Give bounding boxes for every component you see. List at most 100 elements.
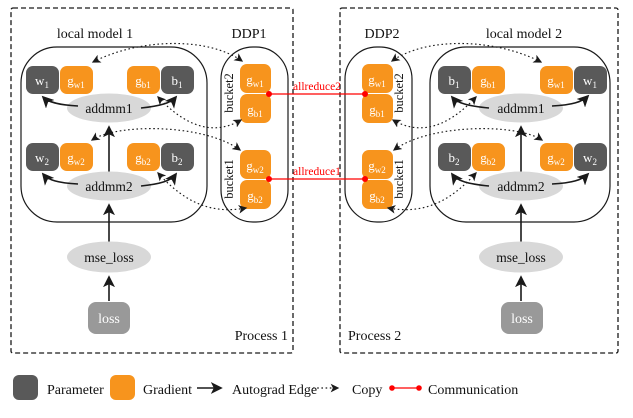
- autograd-edge-addmm2-w2-p2: [551, 172, 590, 186]
- legend-gradient-label: Gradient: [143, 383, 192, 398]
- autograd-edge-addmm2-w2-p1: [41, 172, 79, 186]
- legend-communication-dot-left: [389, 385, 395, 391]
- legend-gradient-swatch: [110, 375, 135, 400]
- bucket2-p1-label: bucket2: [222, 73, 236, 113]
- bucket1-p1-label: bucket1: [222, 159, 236, 199]
- param-w1-p1-box: [26, 66, 59, 94]
- op-mse-loss-p2: [479, 241, 563, 273]
- op-addmm2-p2: [479, 171, 563, 201]
- communication-links: allreduce2 allreduce1: [266, 81, 368, 182]
- copy-edge-gw2-bucket1-p2: [392, 128, 544, 151]
- param-w2-p1-box: [26, 143, 59, 171]
- ddp1-title: DDP1: [231, 27, 266, 42]
- bucket2-p2-gw1-box: [362, 64, 393, 93]
- copy-edge-gb2-bucket1-p2: [386, 172, 477, 214]
- allreduce2-endpoint-right: [362, 91, 368, 97]
- bucket2-p1-gw1-label: gw1: [246, 72, 264, 89]
- param-b1-p2-label: b1: [449, 73, 460, 90]
- loss-node-p1-box: [88, 302, 130, 334]
- copy-edge-gw1-bucket2-p1: [91, 42, 244, 63]
- copy-edge-gb2-bucket1-p1: [157, 172, 248, 214]
- legend-copy-label: Copy: [352, 383, 382, 398]
- copy-edge-gb1-bucket2-p2: [391, 96, 477, 129]
- grad-gw2-p2-box: [540, 143, 573, 171]
- loss-node-p2-label: loss: [511, 312, 533, 327]
- bucket1-p1-gb2-label: gb2: [247, 188, 263, 205]
- param-b2-p1-label: b2: [172, 150, 183, 167]
- bucket1-p2-label: bucket1: [392, 159, 406, 199]
- grad-gb1-p2-label: gb1: [480, 73, 496, 90]
- grad-gb1-p2-box: [472, 66, 505, 94]
- bucket2-p1-gw1-box: [240, 64, 271, 93]
- bucket1-p2-gw2-label: gw2: [368, 158, 386, 175]
- legend-autograd-edge-label: Autograd Edge: [232, 383, 317, 398]
- local-model-2-title: local model 2: [486, 27, 562, 42]
- process-2: DDP2 local model 2 b1 gb1 gw1 w1 b2 gb2 …: [339, 7, 619, 354]
- op-mse-loss-p1: [67, 241, 151, 273]
- bucket1-p1-gw2-box: [240, 150, 271, 179]
- ddp2-title: DDP2: [364, 27, 399, 42]
- bucket2-p2-gb1-box: [362, 94, 393, 123]
- op-addmm2-p1-label: addmm2: [85, 179, 132, 194]
- copy-edge-gw1-bucket2-p2: [390, 42, 543, 63]
- allreduce1-endpoint-left: [266, 176, 272, 182]
- grad-gb2-p1-label: gb2: [135, 150, 151, 167]
- op-addmm1-p2-label: addmm1: [497, 101, 544, 116]
- bucket2-p1-gb1-label: gb1: [247, 102, 263, 119]
- copy-edge-gw2-bucket1-p1: [90, 128, 242, 151]
- param-w2-p1-label: w2: [35, 150, 49, 167]
- bucket2-p2-gb1-label: gb1: [369, 102, 385, 119]
- grad-gw1-p2-label: gw1: [547, 73, 565, 90]
- bucket1-p1-gw2-label: gw2: [246, 158, 264, 175]
- op-addmm2-p2-label: addmm2: [497, 179, 544, 194]
- param-w1-p1-label: w1: [35, 73, 49, 90]
- allreduce2-endpoint-left: [266, 91, 272, 97]
- loss-node-p2-box: [501, 302, 543, 334]
- loss-node-p1-label: loss: [98, 312, 120, 327]
- bucket2-p2-label: bucket2: [392, 73, 406, 113]
- op-mse-loss-p2-label: mse_loss: [496, 250, 546, 265]
- bucket1-p2-gw2-box: [362, 150, 393, 179]
- param-b1-p2-box: [438, 66, 471, 94]
- legend-communication-dot-right: [416, 385, 422, 391]
- process-1: local model 1 DDP1 w1 gw1 gb1 b1 w2 gw2 …: [10, 7, 294, 354]
- param-w2-p2-box: [574, 143, 607, 171]
- op-addmm1-p2: [479, 93, 563, 123]
- grad-gw2-p2-label: gw2: [547, 150, 565, 167]
- allreduce1-label: allreduce1: [293, 166, 341, 178]
- grad-gw1-p2-box: [540, 66, 573, 94]
- bucket2-p1-gb1-box: [240, 94, 271, 123]
- grad-gw1-p1-label: gw1: [67, 73, 85, 90]
- op-addmm1-p1: [67, 93, 151, 123]
- bucket1-p1-gb2-box: [240, 180, 271, 209]
- grad-gw1-p1-box: [60, 66, 93, 94]
- allreduce1-endpoint-right: [362, 176, 368, 182]
- process-1-label: Process 1: [235, 329, 288, 344]
- grad-gb2-p2-label: gb2: [480, 150, 496, 167]
- autograd-edge-addmm1-w1-p1: [41, 95, 79, 109]
- op-addmm2-p1: [67, 171, 151, 201]
- param-w1-p2-label: w1: [583, 73, 597, 90]
- param-w1-p2-box: [574, 66, 607, 94]
- op-mse-loss-p1-label: mse_loss: [84, 250, 134, 265]
- grad-gw2-p1-label: gw2: [67, 150, 85, 167]
- bucket2-p2-gw1-label: gw1: [368, 72, 386, 89]
- process-1-border: [10, 7, 294, 354]
- grad-gb1-p1-box: [127, 66, 160, 94]
- param-w2-p2-label: w2: [583, 150, 597, 167]
- copy-edge-gb1-bucket2-p1: [157, 96, 243, 129]
- grad-gb1-p1-label: gb1: [135, 73, 151, 90]
- bucket1-p2-gb2-label: gb2: [369, 188, 385, 205]
- param-b1-p1-box: [161, 66, 194, 94]
- param-b1-p1-label: b1: [172, 73, 183, 90]
- legend-parameter-swatch: [13, 375, 38, 400]
- grad-gw2-p1-box: [60, 143, 93, 171]
- local-model-1-title: local model 1: [57, 27, 133, 42]
- allreduce2-label: allreduce2: [293, 81, 341, 93]
- legend: Parameter Gradient Autograd Edge Copy Co…: [13, 375, 518, 400]
- process-2-label: Process 2: [348, 329, 401, 344]
- legend-communication-label: Communication: [428, 383, 518, 398]
- op-addmm1-p1-label: addmm1: [85, 101, 132, 116]
